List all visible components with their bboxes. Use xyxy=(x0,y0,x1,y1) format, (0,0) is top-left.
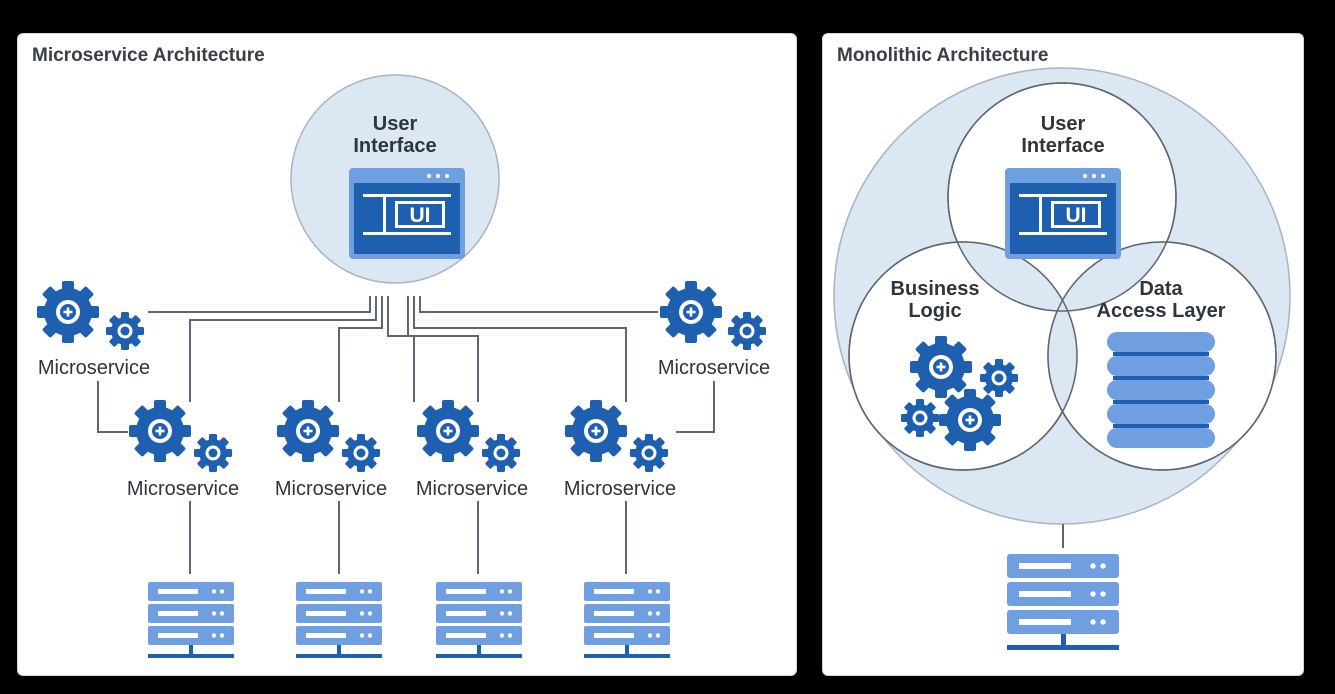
monolithic-title: Monolithic Architecture xyxy=(837,45,1049,66)
gear-icon xyxy=(37,281,99,343)
microservice-label: Microservice xyxy=(564,478,676,500)
microservice-node: Microservice xyxy=(275,400,387,500)
microservice-title: Microservice Architecture xyxy=(32,45,265,66)
ui-window-icon: UI xyxy=(1005,168,1121,259)
server-icon xyxy=(584,582,670,658)
data-label-line1: Data xyxy=(1139,278,1183,300)
gear-icon xyxy=(901,399,939,437)
gear-icon xyxy=(910,336,972,398)
microservice-node: Microservice xyxy=(416,400,528,500)
microservice-label: Microservice xyxy=(127,478,239,500)
ui-glyph: UI xyxy=(1066,204,1087,227)
connector-lines xyxy=(97,296,715,574)
database-icon xyxy=(1107,332,1215,448)
monolithic-diagram: User Interface UI Business Logic Data Ac… xyxy=(833,67,1291,650)
microservice-node: Microservice xyxy=(564,400,676,500)
microservice-label: Microservice xyxy=(416,478,528,500)
ui-window-icon: UI xyxy=(349,168,465,259)
gear-icon xyxy=(129,400,191,462)
microservice-label: Microservice xyxy=(275,478,387,500)
microservice-node: Microservice xyxy=(658,281,770,379)
gear-icon xyxy=(565,400,627,462)
user-interface-node: User Interface UI xyxy=(290,74,500,284)
server-icon xyxy=(148,582,234,658)
gear-icon xyxy=(194,434,232,472)
gear-icon xyxy=(660,281,722,343)
gear-icon xyxy=(106,312,144,350)
microservice-label: Microservice xyxy=(658,357,770,379)
gear-icon xyxy=(342,434,380,472)
gear-icon xyxy=(417,400,479,462)
microservice-node: Microservice xyxy=(37,281,150,379)
business-label-line2: Logic xyxy=(908,300,961,322)
gear-icon xyxy=(980,359,1018,397)
ui-glyph: UI xyxy=(410,204,431,227)
gear-icon xyxy=(630,434,668,472)
microservice-node: Microservice xyxy=(127,400,239,500)
overlap-regions xyxy=(948,242,1176,311)
business-label-line1: Business xyxy=(891,278,980,300)
server-icon xyxy=(296,582,382,658)
data-label-line2: Access Layer xyxy=(1097,300,1226,322)
gear-icon xyxy=(939,389,1001,451)
monolithic-panel: Monolithic Architecture xyxy=(822,33,1304,676)
ui-label-line1: User xyxy=(1041,113,1086,135)
server-icon xyxy=(1007,554,1119,650)
ui-label-line2: Interface xyxy=(1021,135,1104,157)
microservice-panel: Microservice Architecture xyxy=(17,33,797,676)
microservice-label: Microservice xyxy=(38,357,150,379)
gear-icon xyxy=(277,400,339,462)
microservice-diagram: User Interface UI Microservice Microserv… xyxy=(37,74,770,658)
gear-icon xyxy=(482,434,520,472)
gear-icon xyxy=(728,312,766,350)
ui-label-line1: User xyxy=(373,113,418,135)
server-icon xyxy=(436,582,522,658)
ui-label-line2: Interface xyxy=(353,135,436,157)
